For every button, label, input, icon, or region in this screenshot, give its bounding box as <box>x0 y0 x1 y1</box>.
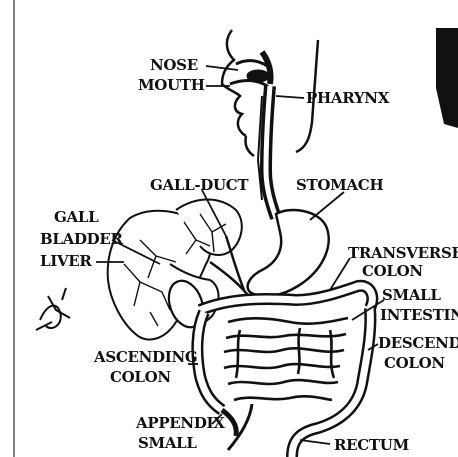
label-gall: GALL <box>54 208 99 226</box>
label-nose: NOSE <box>150 56 198 74</box>
label-transverse-colon: COLON <box>362 262 423 280</box>
label-bladder: BLADDER <box>40 230 124 248</box>
label-liver: LIVER <box>40 252 92 270</box>
small-intestine <box>224 318 348 400</box>
stomach-shape <box>248 210 329 296</box>
label-pharynx: PHARYNX <box>306 89 390 107</box>
label-small-bottom: SMALL <box>138 434 197 452</box>
label-descending-colon: COLON <box>384 354 445 372</box>
label-descending: DESCENDI <box>378 334 458 352</box>
small-intestine-end <box>228 404 252 450</box>
label-rectum: RECTUM <box>334 436 409 454</box>
label-appendix: APPENDIX <box>135 414 225 432</box>
labels: NOSE MOUTH PHARYNX GALL-DUCT STOMACH GAL… <box>40 56 458 454</box>
label-transverse: TRANSVERSE <box>348 244 458 262</box>
label-gall-duct: GALL-DUCT <box>150 176 249 194</box>
label-intestine: INTESTIN <box>380 306 458 324</box>
esophagus <box>258 86 276 218</box>
label-stomach: STOMACH <box>296 176 383 194</box>
label-ascending: ASCENDING <box>93 348 197 366</box>
label-small: SMALL <box>382 286 441 304</box>
label-mouth: MOUTH <box>138 76 205 94</box>
corner-ink-mark <box>436 28 458 128</box>
label-ascending-colon: COLON <box>110 368 171 386</box>
decorative-scribble <box>36 288 70 330</box>
